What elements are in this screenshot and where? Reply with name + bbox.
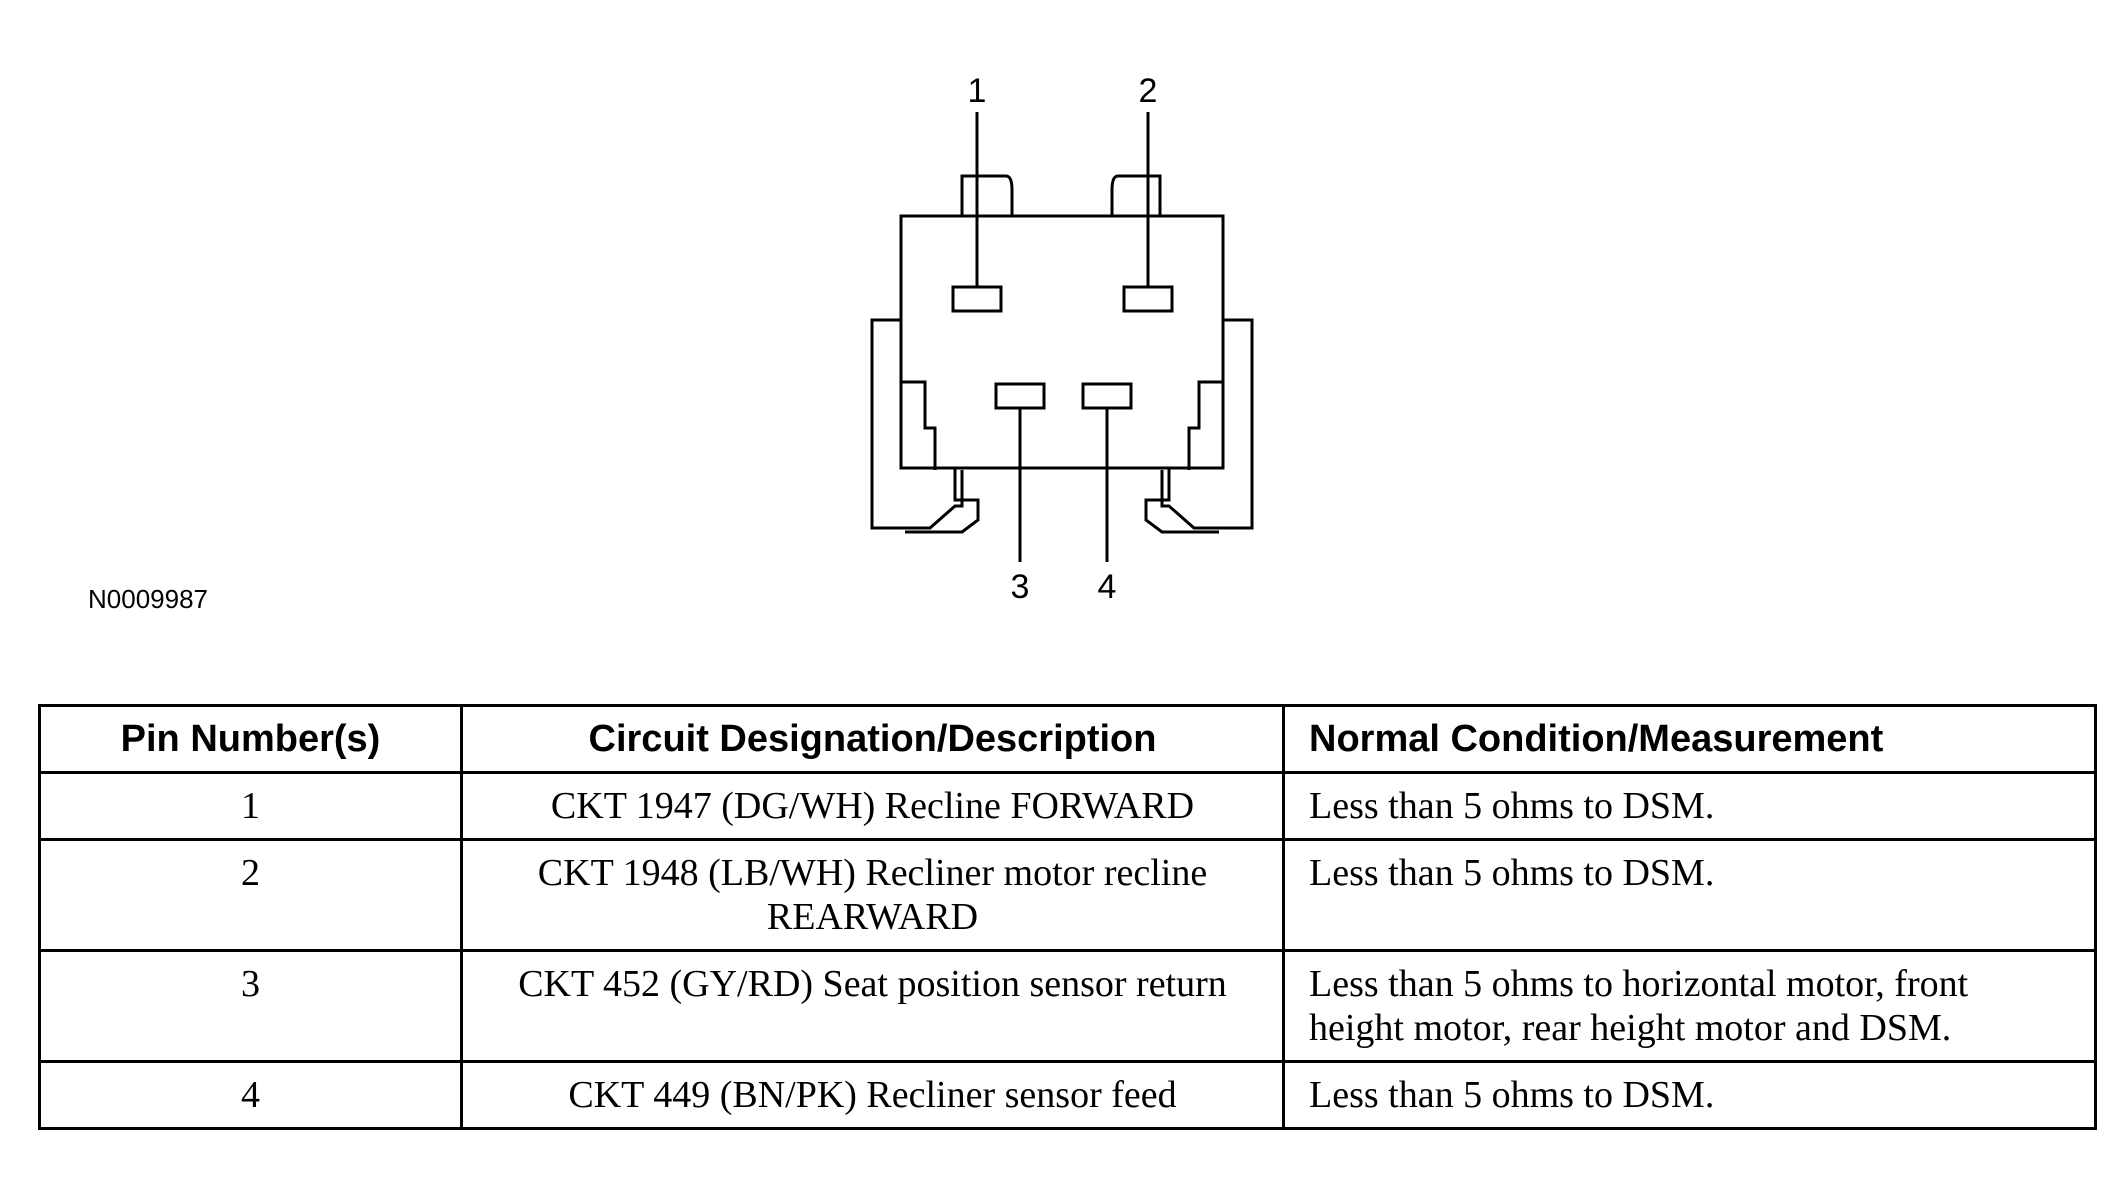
cell-circuit: CKT 452 (GY/RD) Seat position sensor ret… — [460, 949, 1285, 1063]
pin-label-4: 4 — [1098, 568, 1117, 606]
pin-label-1: 1 — [968, 72, 987, 110]
cell-condition: Less than 5 ohms to DSM. — [1282, 838, 2097, 952]
cell-pin: 1 — [38, 771, 463, 841]
connector-body — [899, 214, 1225, 470]
header-circuit: Circuit Designation/Description — [460, 704, 1285, 774]
cell-condition: Less than 5 ohms to DSM. — [1282, 771, 2097, 841]
cell-pin: 3 — [38, 949, 463, 1063]
table-row: 4 CKT 449 (BN/PK) Recliner sensor feed L… — [38, 1060, 2097, 1130]
figure-id: N0009987 — [88, 584, 208, 614]
header-condition: Normal Condition/Measurement — [1282, 704, 2097, 774]
cell-circuit: CKT 1948 (LB/WH) Recliner motor recline … — [460, 838, 1285, 952]
cell-condition: Less than 5 ohms to horizontal motor, fr… — [1282, 949, 2097, 1063]
side-clip-left — [905, 468, 980, 534]
table-row: 2 CKT 1948 (LB/WH) Recliner motor reclin… — [38, 838, 2097, 952]
side-clip-right — [1144, 468, 1219, 534]
pin-terminal-3 — [994, 382, 1046, 410]
connector-diagram: 1 2 3 4 — [870, 72, 1254, 606]
cell-condition: Less than 5 ohms to DSM. — [1282, 1060, 2097, 1130]
pinout-table: Pin Number(s) Circuit Designation/Descri… — [38, 704, 2097, 1130]
cell-circuit: CKT 449 (BN/PK) Recliner sensor feed — [460, 1060, 1285, 1130]
cell-pin: 4 — [38, 1060, 463, 1130]
pin-label-2: 2 — [1139, 72, 1158, 110]
table-header-row: Pin Number(s) Circuit Designation/Descri… — [38, 704, 2097, 774]
side-rail-right-inner — [1187, 380, 1223, 470]
cell-pin: 2 — [38, 838, 463, 952]
table-row: 1 CKT 1947 (DG/WH) Recline FORWARD Less … — [38, 771, 2097, 841]
pin-terminal-2 — [1122, 285, 1174, 313]
side-rail-left-inner — [901, 380, 937, 470]
pin-label-3: 3 — [1011, 568, 1030, 606]
latch-tab-right — [1110, 174, 1162, 216]
pin-terminal-4 — [1081, 382, 1133, 410]
latch-tab-left — [960, 174, 1014, 216]
cell-circuit: CKT 1947 (DG/WH) Recline FORWARD — [460, 771, 1285, 841]
side-rail-right — [1160, 318, 1254, 530]
header-pin-number: Pin Number(s) — [38, 704, 463, 774]
pin-terminal-1 — [951, 285, 1003, 313]
table-row: 3 CKT 452 (GY/RD) Seat position sensor r… — [38, 949, 2097, 1063]
side-rail-left — [870, 318, 964, 530]
